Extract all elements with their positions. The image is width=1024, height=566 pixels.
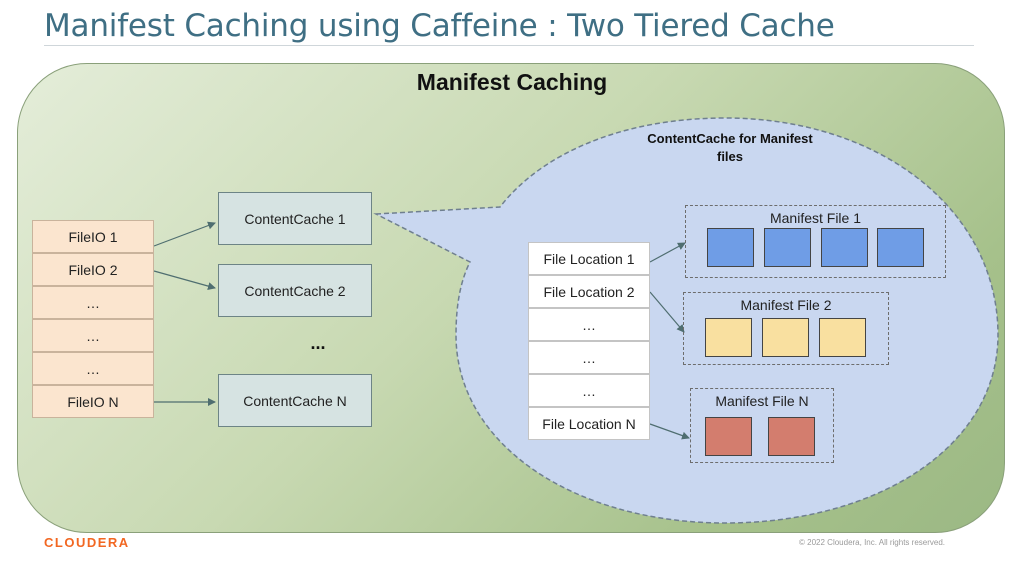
- cloudera-logo: CLOUDERA: [44, 535, 130, 550]
- manifest-block: [877, 228, 924, 267]
- file-location-cell: File Location N: [528, 407, 650, 440]
- manifest-file-label: Manifest File 2: [740, 297, 832, 313]
- manifest-block: [819, 318, 866, 357]
- fileio-cell: FileIO 1: [32, 220, 154, 253]
- manifest-block: [762, 318, 809, 357]
- manifest-block: [821, 228, 868, 267]
- fileio-cell: FileIO 2: [32, 253, 154, 286]
- fileio-cell: …: [32, 352, 154, 385]
- arrow-fileio2-cc2: [153, 270, 216, 290]
- slide-title: Manifest Caching using Caffeine : Two Ti…: [44, 8, 835, 44]
- manifest-file-label: Manifest File 1: [769, 210, 862, 226]
- arrow-fl2-mf2: [649, 291, 685, 333]
- bubble-title: ContentCache for Manifest files: [647, 131, 813, 164]
- manifest-block: [707, 228, 754, 267]
- arrow-fileio1-cc1: [153, 221, 216, 247]
- content-cache-box: ContentCache 2: [218, 264, 372, 317]
- middle-ellipsis: ...: [310, 333, 326, 353]
- manifest-block: [764, 228, 811, 267]
- title-divider: [44, 45, 974, 46]
- manifest-file-label: Manifest File N: [715, 393, 809, 409]
- manifest-block: [705, 318, 752, 357]
- content-cache-box: ContentCache 1: [218, 192, 372, 245]
- file-location-cell: …: [528, 341, 650, 374]
- manifest-block: [768, 417, 815, 456]
- copyright-notice: © 2022 Cloudera, Inc. All rights reserve…: [799, 538, 945, 547]
- manifest-file-group: Manifest File 1: [685, 205, 946, 278]
- file-location-cell: File Location 1: [528, 242, 650, 275]
- file-location-cell: File Location 2: [528, 275, 650, 308]
- content-cache-box: ContentCache N: [218, 374, 372, 427]
- file-location-cell: …: [528, 374, 650, 407]
- manifest-file-group: Manifest File N: [690, 388, 834, 463]
- arrow-fln-mfn: [649, 423, 690, 440]
- manifest-block: [705, 417, 752, 456]
- fileio-cell: …: [32, 319, 154, 352]
- file-location-cell: …: [528, 308, 650, 341]
- panel-title: Manifest Caching: [416, 69, 608, 95]
- fileio-cell: FileIO N: [32, 385, 154, 418]
- arrow-fl1-mf1: [649, 242, 686, 263]
- fileio-cell: …: [32, 286, 154, 319]
- manifest-file-group: Manifest File 2: [683, 292, 889, 365]
